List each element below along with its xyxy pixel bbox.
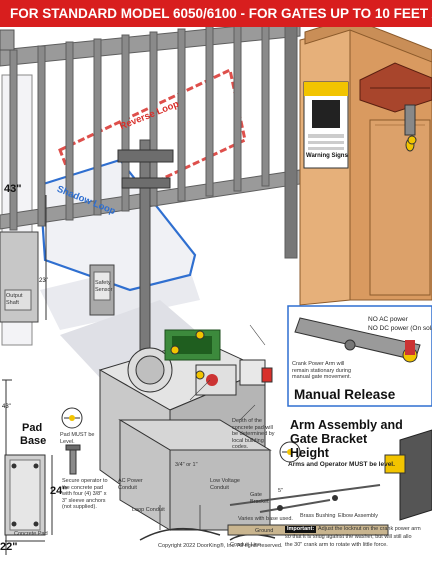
page-banner: FOR STANDARD MODEL 6050/6100 - FOR GATES… (0, 0, 432, 27)
conduit-depth-note: Depth of the concrete pad will be determ… (232, 418, 275, 450)
dimension-43-top: 43" (4, 183, 22, 195)
important-tag: Important: (285, 526, 317, 533)
manual-release-heading: Manual Release (294, 387, 396, 402)
secure-operator-note: Secure operator to the concrete pad with… (62, 478, 108, 510)
pad-base-title-1: Pad (22, 422, 43, 434)
dimension-5: 5" (278, 488, 284, 494)
callout-markers (170, 135, 417, 380)
level-icon (61, 407, 83, 429)
ground-label: Ground (255, 528, 274, 534)
conduit-size-label: 3/4" or 1" (175, 462, 198, 468)
manual-release-panel (287, 305, 432, 407)
safety-sensor-label: Safety Sensor (95, 280, 113, 293)
low-voltage-conduit-label: Low Voltage Conduit (210, 478, 240, 491)
anchor-bolt-icon (65, 444, 81, 475)
varies-base-note: Varies with base used. (238, 516, 293, 522)
conduit-line-label: Conduit Line (230, 542, 261, 548)
dimension-22: 22" (0, 541, 18, 553)
warning-sign (303, 81, 349, 169)
pad-base-plan (4, 454, 53, 542)
concrete-pad-label: Concrete Pad (14, 531, 48, 537)
receiver-post (117, 139, 174, 371)
ac-power-conduit-label: AC Power Conduit (118, 478, 143, 491)
important-text-1: Adjust the locknut on the crank power ar… (318, 526, 421, 532)
loop-conduit-label: Loop Conduit (132, 507, 165, 513)
pad-base-title-2: Base (20, 435, 47, 447)
warning-sign-label: Warning Signs (306, 153, 348, 159)
callout-lines (189, 324, 266, 421)
arm-assembly-heading-1: Arm Assembly and (290, 418, 403, 432)
arms-level-note: Arms and Operator MUST be level. (288, 461, 395, 468)
operator-side-view (0, 195, 47, 323)
pad-level-note: Pad MUST be Level. (60, 432, 95, 445)
elbow-assembly-label: Elbow Assembly (338, 513, 379, 519)
dimension-23: 23" (39, 278, 48, 284)
no-ac-power-note: NO AC power (368, 316, 408, 323)
dimension-24: 24" (50, 485, 68, 497)
copyright-notice: Copyright 2022 DoorKing®, Inc. All right… (158, 543, 283, 549)
brass-bushing-label: Brass Bushing (300, 513, 336, 519)
dimension-43-bottom: 43" (2, 404, 11, 410)
gate-post-left (0, 29, 15, 51)
arm-assembly-heading-3: Height (290, 446, 329, 460)
crank-arm-note: Crank Power Arm will remain stationary d… (292, 361, 352, 380)
gate-bracket-label: Gate Bracket (250, 492, 269, 505)
important-text-2: so that it is snug against the washer, b… (285, 534, 412, 540)
concrete-pad (118, 419, 276, 541)
safety-sensor (89, 264, 115, 316)
output-shaft-label: Output Shaft (6, 293, 23, 306)
no-dc-power-note: NO DC power (On sola (368, 325, 432, 332)
arm-assembly-heading-2: Gate Bracket (290, 432, 368, 446)
important-text-3: the 30" crank arm to rotate with little … (285, 542, 388, 548)
reverse-loop (58, 67, 247, 218)
pillar (299, 17, 432, 306)
